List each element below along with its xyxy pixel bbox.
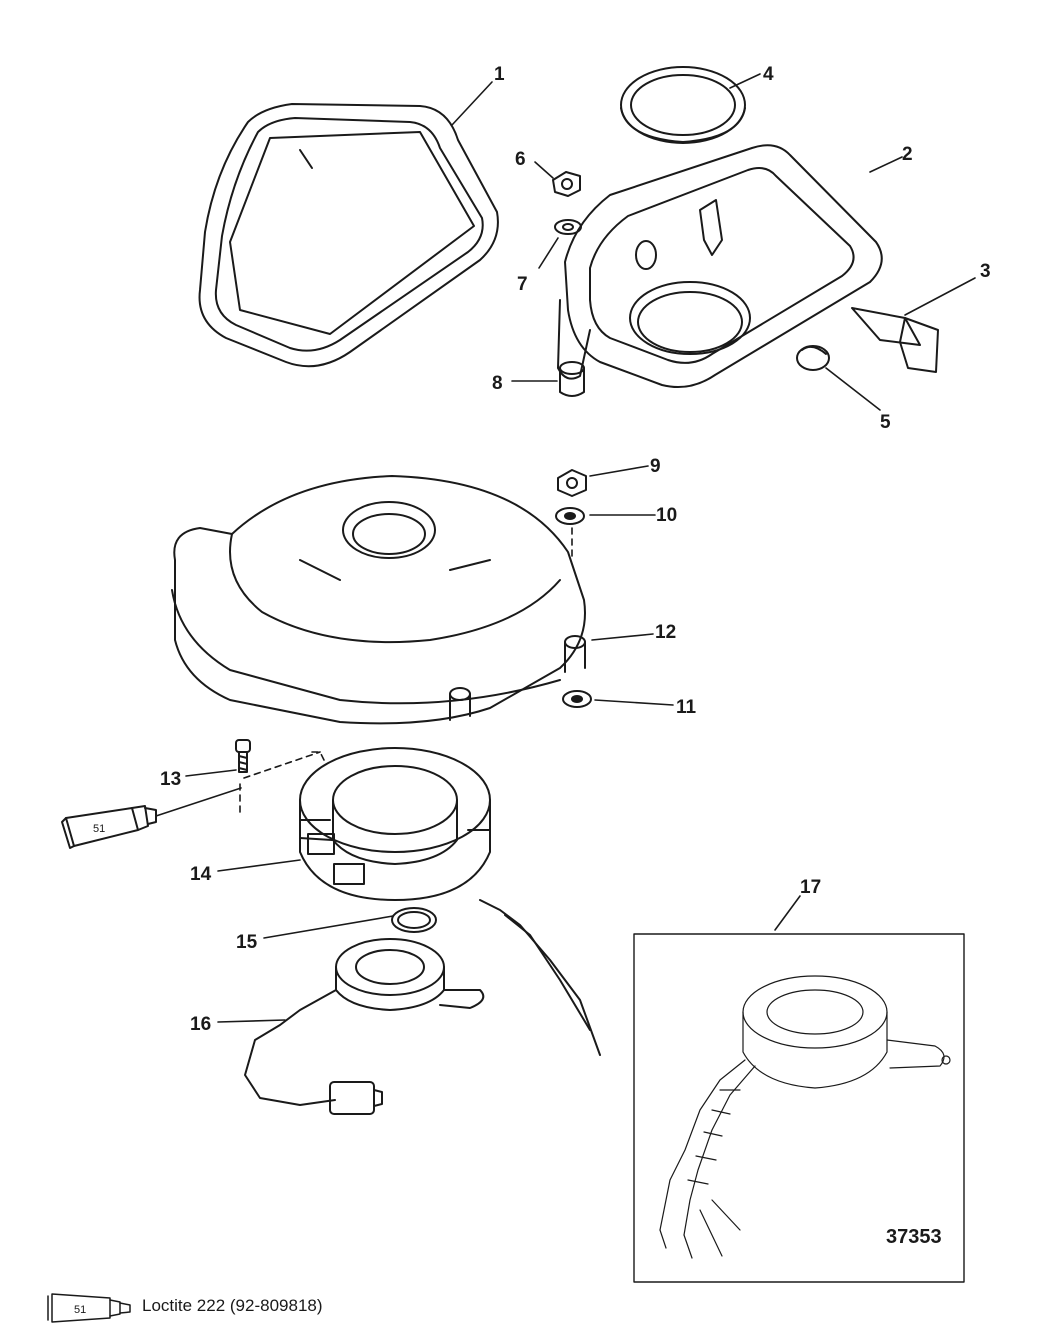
callout-13: 13 [160, 769, 181, 790]
callout-9: 9 [650, 456, 661, 477]
part-6-nut [552, 171, 581, 197]
part-3-terminal [851, 307, 939, 373]
callout-11: 11 [676, 697, 697, 718]
part-12-flywheel-cover [171, 475, 586, 725]
part-8-spacer [559, 361, 585, 397]
part-13-screw [235, 739, 251, 773]
part-16-trigger [244, 938, 485, 1115]
callout-5: 5 [880, 412, 891, 433]
callout-17: 17 [800, 877, 821, 898]
callout-3: 3 [980, 261, 991, 282]
legend-sealant-tube [47, 1293, 131, 1323]
part-17-trigger-assembly [659, 975, 951, 1259]
part-9-nut [557, 469, 587, 497]
inset-frame [633, 933, 965, 1283]
legend-text: Loctite 222 (92-809818) [142, 1296, 323, 1315]
sealant-tube-label: 51 [93, 823, 105, 835]
part-15-o-ring [391, 907, 437, 933]
callout-1: 1 [494, 64, 505, 85]
callout-2: 2 [902, 144, 913, 165]
part-10-washer [555, 507, 585, 525]
leader-lines [155, 73, 976, 1023]
callout-6: 6 [515, 149, 526, 170]
part-7-washer [554, 219, 582, 235]
part-2-cover-housing [557, 144, 883, 388]
callout-12: 12 [655, 622, 676, 643]
callout-7: 7 [517, 274, 528, 295]
callout-15: 15 [236, 932, 258, 953]
part-5-plug [796, 345, 830, 371]
callout-10: 10 [656, 505, 677, 526]
part-4-ring-seal [620, 66, 746, 144]
callout-8: 8 [492, 373, 503, 394]
callout-4: 4 [763, 64, 774, 85]
callout-14: 14 [190, 864, 212, 885]
callout-16: 16 [190, 1014, 211, 1035]
sealant-tube [61, 805, 157, 849]
part-11-washer [562, 690, 592, 708]
part-14-stator [299, 747, 601, 1056]
callout-labels: 1 2 3 4 5 6 7 8 9 10 11 12 13 14 15 16 1… [74, 64, 991, 1316]
inset-reference-number: 37353 [886, 1226, 942, 1248]
legend-tube-label: 51 [74, 1304, 86, 1316]
part-1-gasket [198, 103, 499, 368]
